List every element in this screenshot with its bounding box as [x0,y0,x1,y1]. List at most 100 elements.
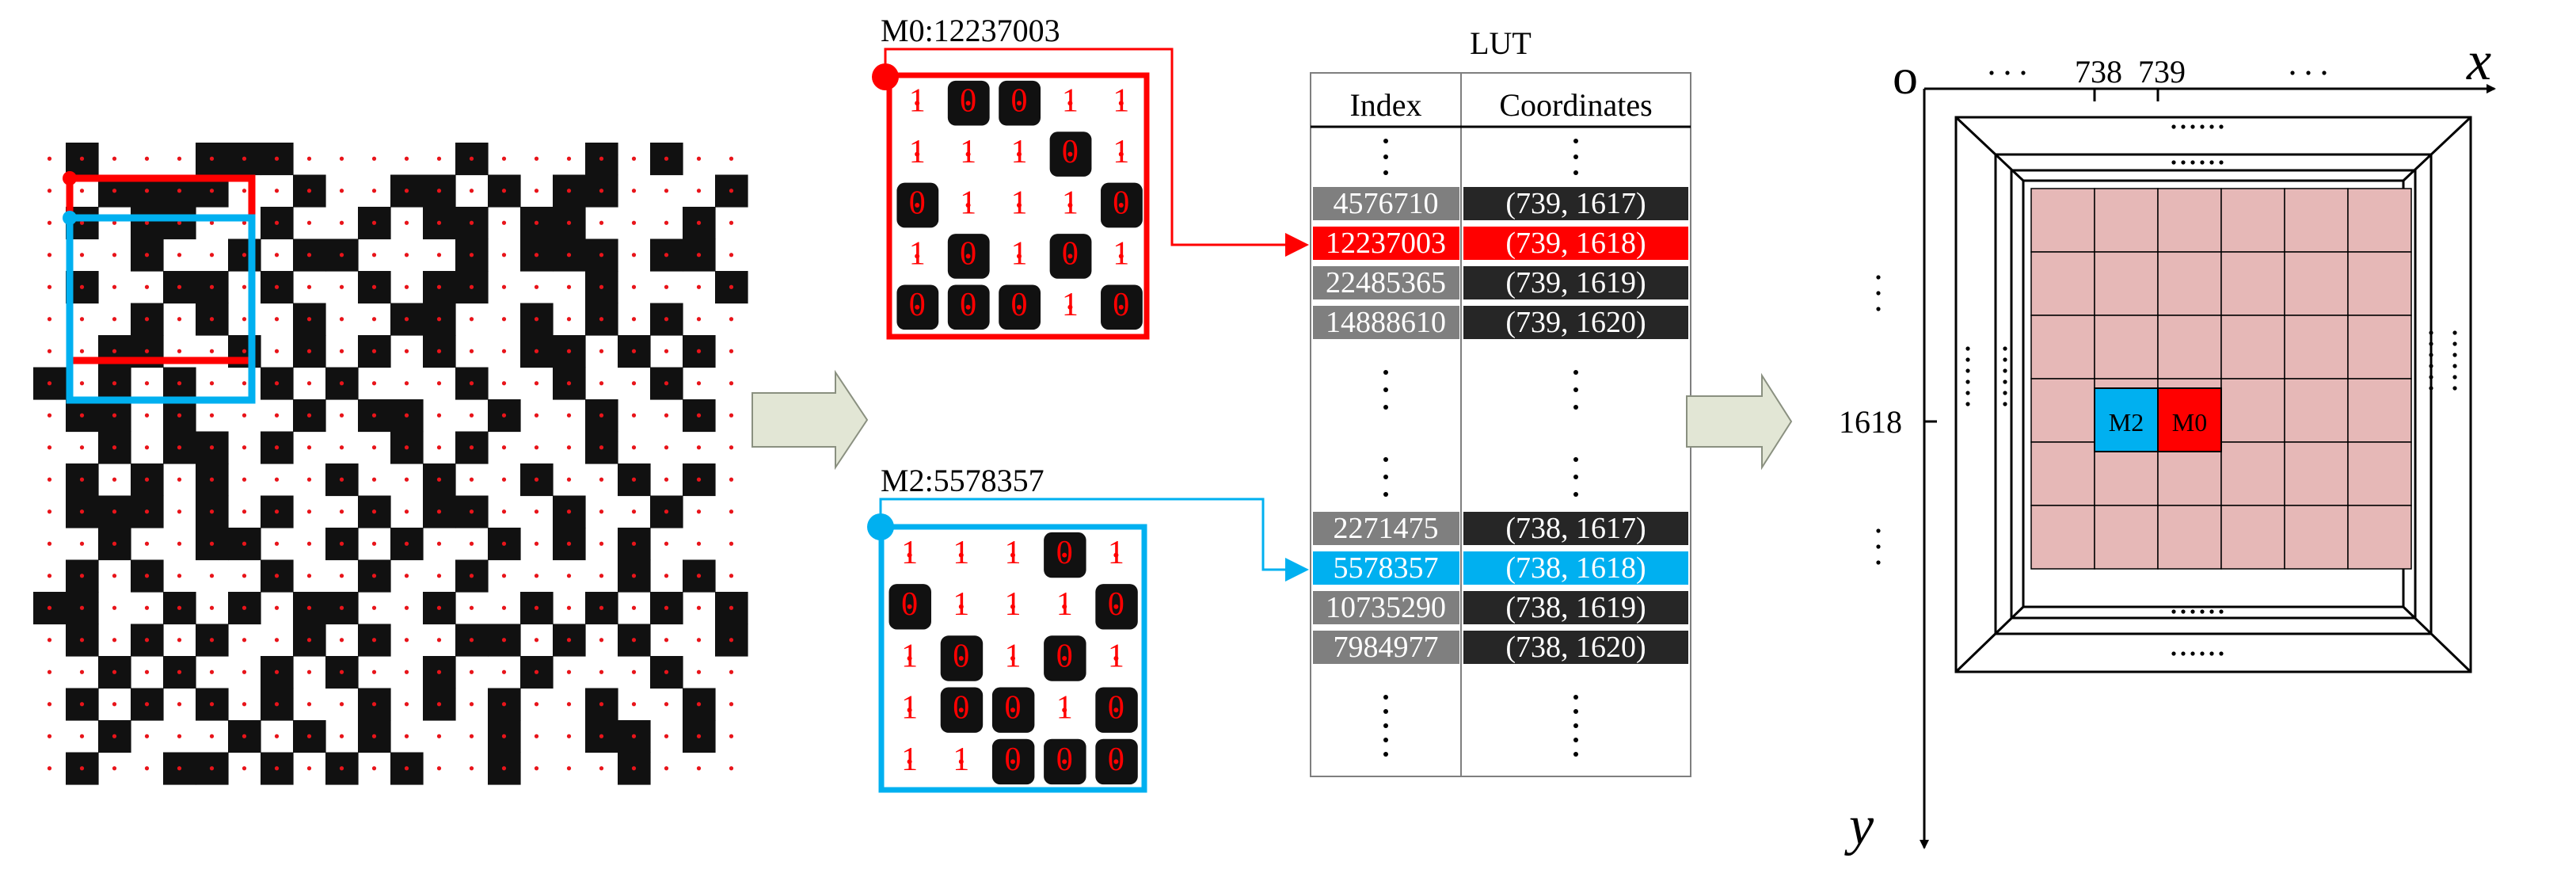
ellipsis-dot [1573,170,1578,175]
pattern-dot [112,605,117,610]
pattern-dot [534,445,539,450]
pattern-dot [177,734,182,738]
pattern-dot [209,669,215,674]
pattern-dot [469,541,474,546]
pattern-dot [501,445,507,450]
pattern-dot [501,349,507,353]
pattern-dot [534,317,539,322]
pattern-dot [79,413,85,418]
pattern-dot [534,574,539,578]
m0-grid-dot [1118,151,1124,157]
pattern-dot [209,413,215,418]
pattern-dot [177,669,182,674]
ellipsis-dot [1383,475,1388,479]
pattern-dot [631,445,637,450]
pattern-dot [371,445,377,450]
frame-corner-lines [1954,116,2472,673]
pattern-dot [112,349,117,353]
pattern-dot [566,574,572,578]
pattern-dot [177,253,182,257]
lut-rows: 4576710(739, 1617)12237003(739, 1618)224… [1313,187,1688,664]
pattern-dot [404,284,409,289]
pattern-dot [209,766,215,771]
pattern-dot [566,156,572,161]
pattern-dot [599,317,604,322]
pattern-dot [501,509,507,514]
m2-grid-dot [1113,656,1119,661]
pattern-dot [436,702,442,707]
m0-grid-dot [965,304,971,310]
pattern-dot [209,284,215,289]
ellipsis-dot [2452,341,2457,346]
m0-code-window: 1001111101011101010100010 [892,78,1147,333]
ellipsis-dot [2209,651,2214,656]
pattern-dot [469,253,474,257]
m2-grid-dot [1010,604,1015,609]
pattern-dot [209,189,215,193]
lut-index-cell [1313,306,1459,339]
coordinate-cell [2157,188,2222,253]
m2-window-frame [878,524,1147,793]
pattern-dot [436,349,442,353]
pattern-dot [599,381,604,386]
pattern-dot [177,477,182,482]
ellipsis-dot [1383,170,1388,175]
pattern-dot [339,734,344,738]
lut-index-value: 22485365 [1326,266,1446,299]
pattern-dot [79,541,85,546]
pattern-dot [404,413,409,418]
ellipsis-dot [2190,609,2195,614]
pattern-dot [79,638,85,643]
coordinate-cell [2284,505,2349,570]
pattern-dot [47,766,52,771]
ellipsis-dot [2003,357,2007,362]
pattern-dot [47,253,52,257]
pattern-dot [47,317,52,322]
pattern-dot [274,189,280,193]
pattern-dot [469,189,474,193]
pattern-dot [177,220,182,225]
ellipsis-dot [1573,475,1578,479]
pattern-dot [209,734,215,738]
pattern-dot [436,605,442,610]
pattern-dot [242,638,247,643]
ellipsis-dot [2429,375,2433,379]
pattern-dot [501,317,507,322]
m0-grid-dot [1067,254,1073,259]
m2-grid-dot [907,656,912,661]
ellipsis-dot [1573,492,1578,497]
pattern-dot [339,381,344,386]
ellipsis-dot [2219,160,2224,165]
ellipsis-dot [2219,609,2224,614]
lut-table: LUT Index Coordinates 4576710(739, 1617)… [1310,25,1691,777]
pattern-dot [177,766,182,771]
pattern-dot [112,253,117,257]
m2-grid-dot [907,707,912,713]
pattern-dot [242,541,247,546]
ellipsis-dot [2003,346,2007,351]
ellipsis-dot [2209,609,2214,614]
pattern-dot [79,445,85,450]
pattern-dot [79,381,85,386]
pattern-dot [47,605,52,610]
pattern-dot [664,413,669,418]
lut-coords-cell [1463,266,1688,299]
pattern-dot [469,413,474,418]
pattern-dot [599,766,604,771]
pattern-dot [339,702,344,707]
pattern-dot [47,702,52,707]
pattern-dot [696,766,702,771]
outer-frame [1954,116,2472,673]
pattern-dot [144,445,150,450]
pattern-dot [664,477,669,482]
pattern-dot [371,284,377,289]
m2-grid-dot [958,759,964,765]
m0-grid-dot [965,203,971,208]
pattern-dot [47,220,52,225]
ellipsis-dot [2171,651,2176,656]
pattern-dot [274,574,280,578]
pattern-dot [371,156,377,161]
pattern-dot [371,605,377,610]
ellipsis-dot [1383,405,1388,410]
pattern-dot [501,189,507,193]
